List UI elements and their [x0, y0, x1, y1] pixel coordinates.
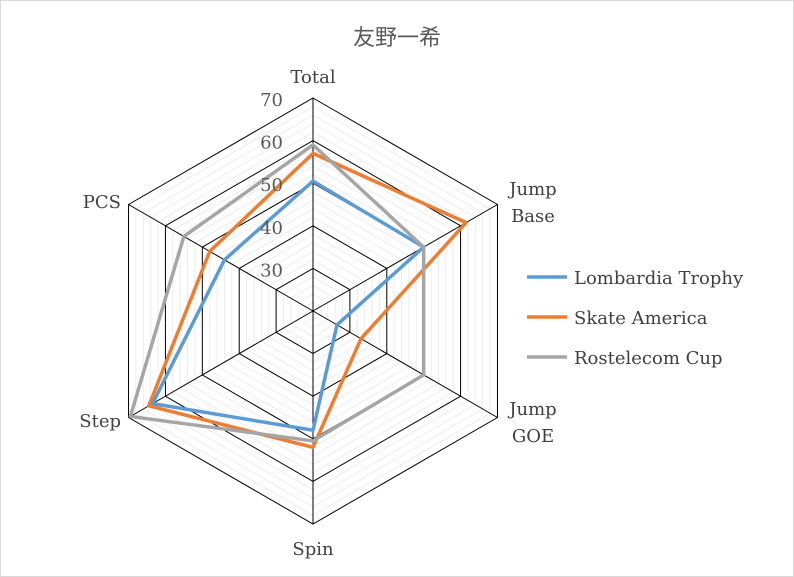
axis-spoke: [312, 204, 498, 312]
chart-title: 友野一希: [353, 26, 441, 51]
legend-label: Lombardia Trophy: [574, 268, 744, 289]
series-line: [128, 143, 426, 443]
axis-label: Spin: [292, 539, 334, 560]
radar-grid: [128, 97, 498, 525]
legend-label: Rostelecom Cup: [574, 348, 723, 369]
axis-label: Step: [79, 411, 121, 432]
tick-label: 70: [260, 90, 283, 111]
axis-spoke: [128, 204, 314, 312]
axis-label: PCS: [83, 192, 121, 213]
tick-label: 40: [260, 218, 283, 239]
tick-label: 30: [260, 260, 283, 281]
axis-spoke: [312, 310, 498, 418]
tick-label: 50: [260, 175, 283, 196]
axis-label: Total: [290, 67, 335, 88]
tick-label: 60: [260, 133, 283, 154]
series-line: [147, 151, 468, 450]
tick-labels: 30 40 50 60 70: [260, 90, 283, 281]
radar-series: [128, 143, 468, 450]
legend-label: Skate America: [574, 308, 708, 329]
axis-spoke: [128, 310, 314, 418]
